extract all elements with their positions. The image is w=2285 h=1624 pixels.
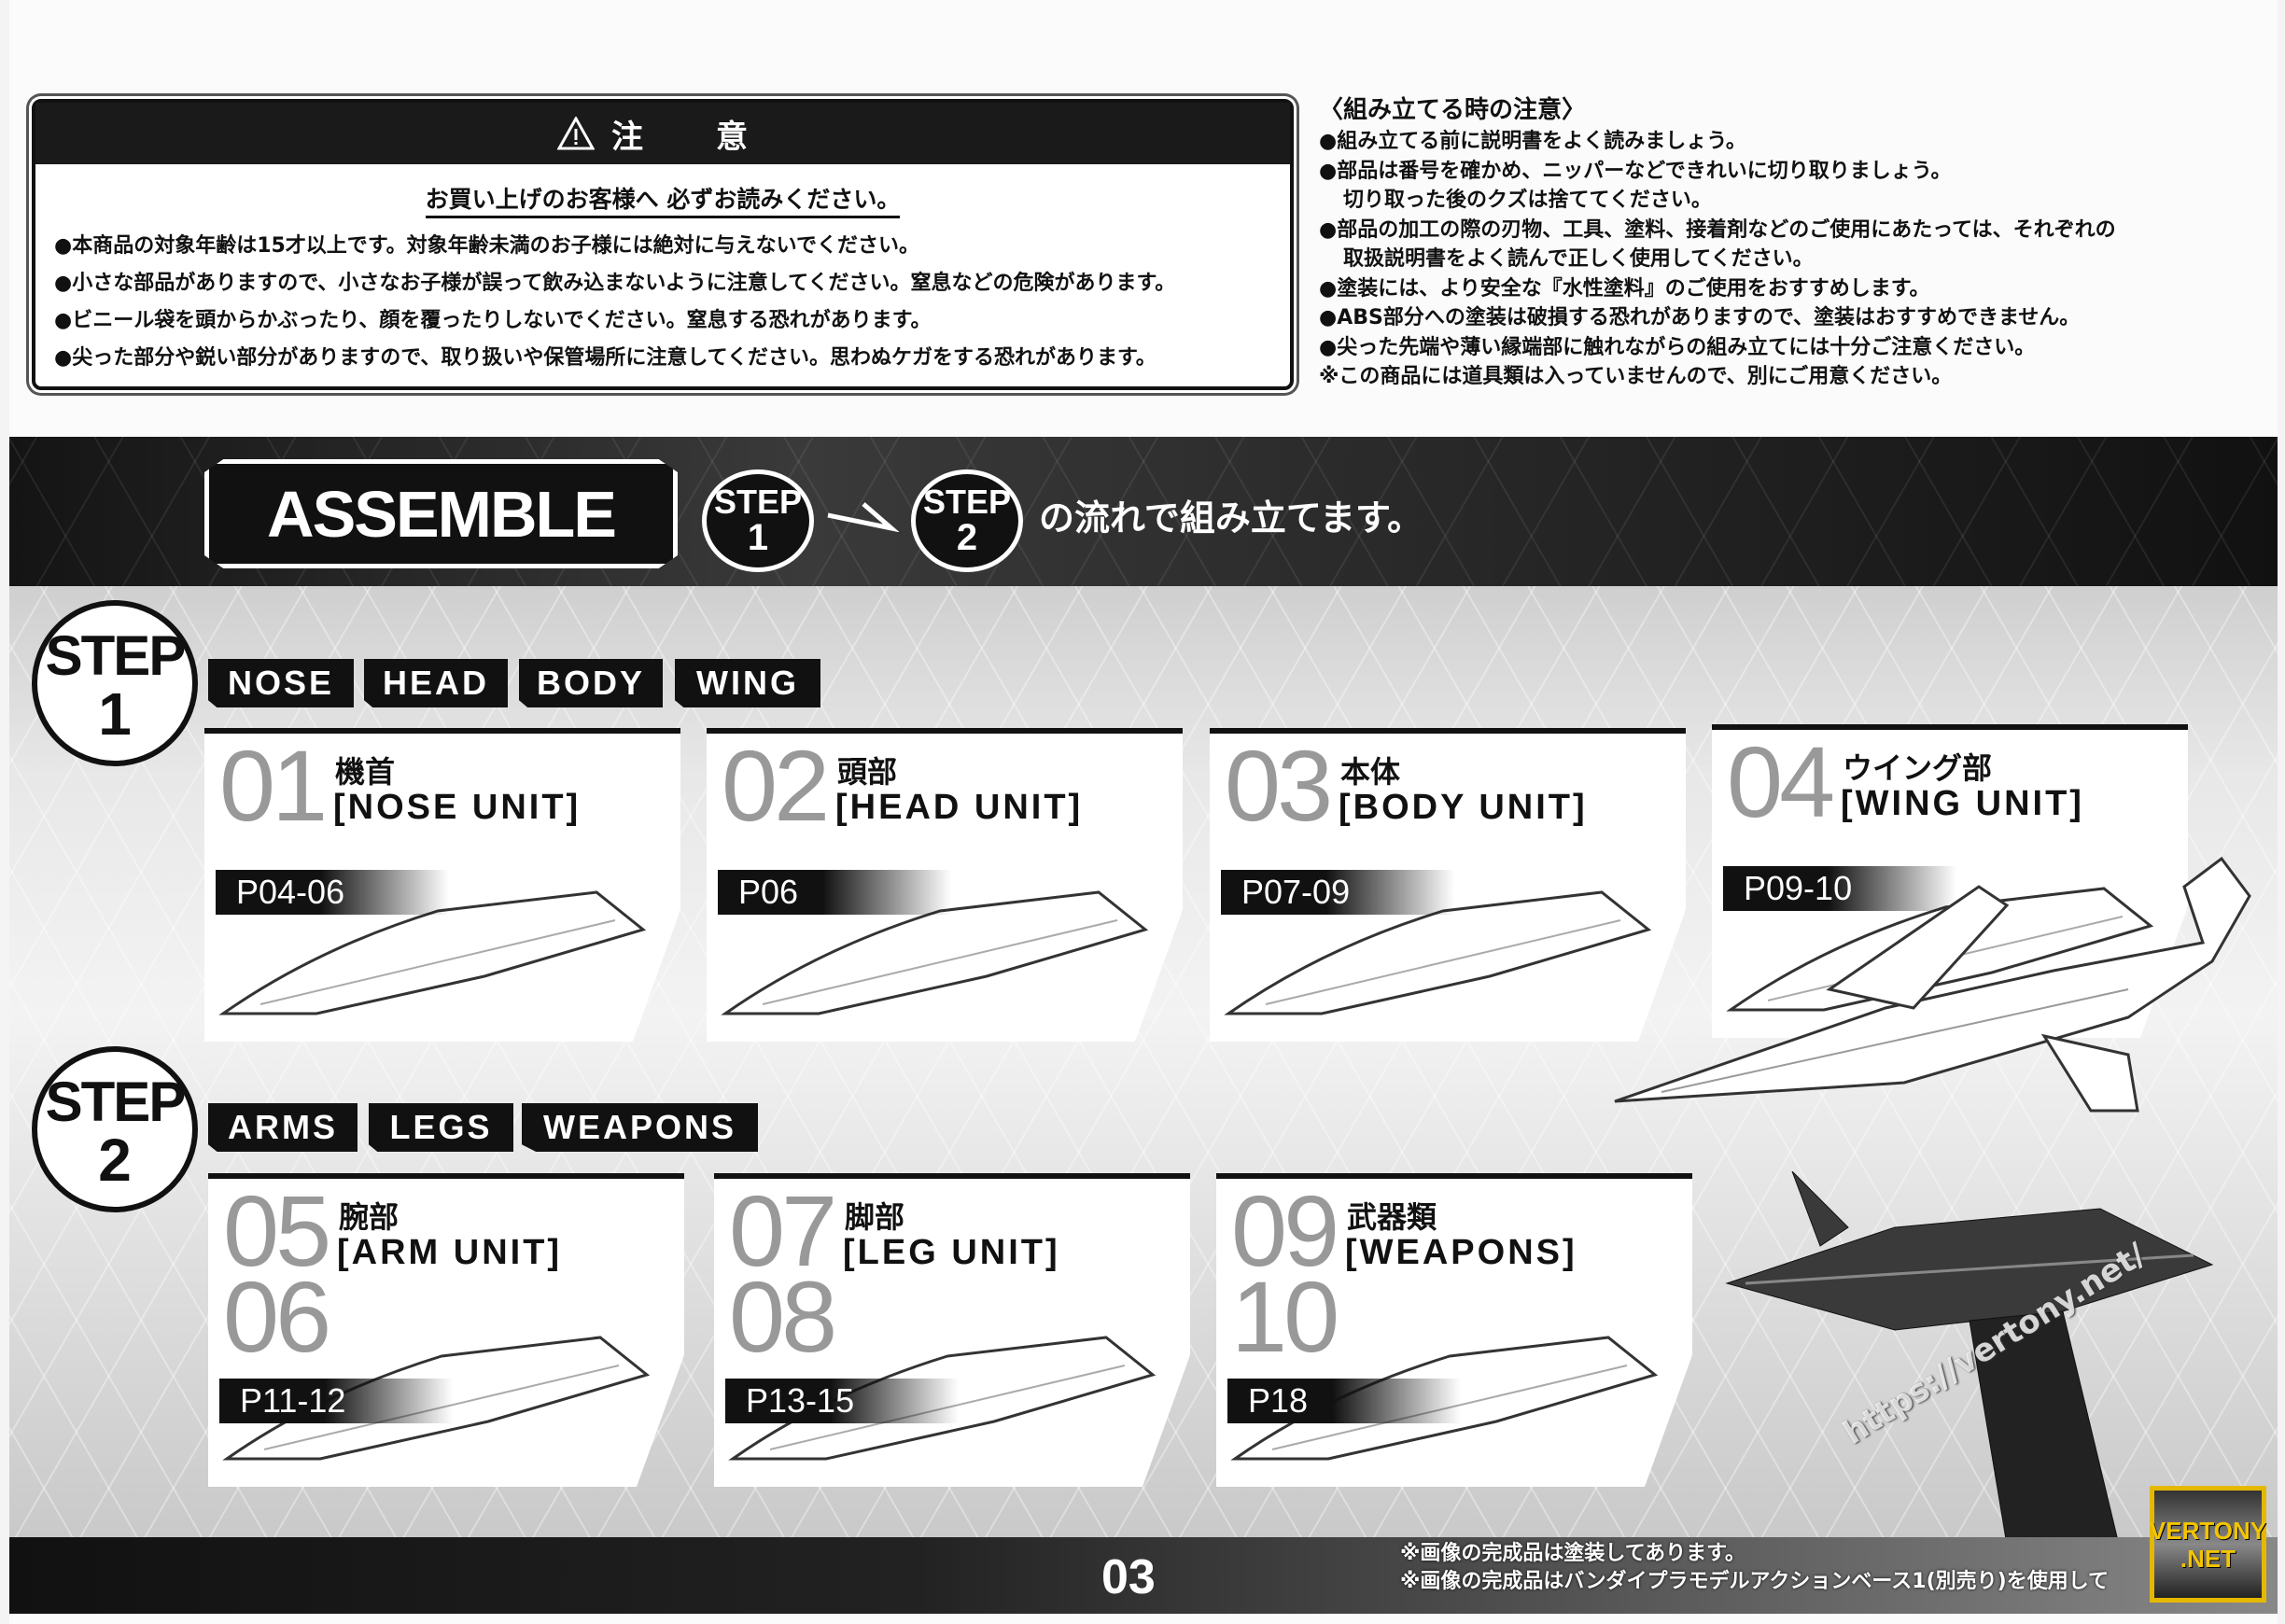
label-text: 03	[1225, 729, 1333, 842]
notes-title: 〈組み立てる時の注意〉	[1319, 96, 1587, 124]
warning-item: ●ビニール袋を頭からかぶったり、顔を覆ったりしないでください。窒息する恐れがあり…	[54, 309, 932, 332]
label-text: STEP	[45, 1071, 187, 1133]
note-item: ●尖った先端や薄い縁端部に触れながらの組み立てには十分ご注意ください。	[1319, 335, 2036, 359]
unit-title-jp: 武器類	[1347, 1199, 1437, 1235]
step-number: 02	[722, 729, 830, 842]
note-item: ※この商品には道具類は入っていませんので、別にご用意ください。	[1319, 365, 1953, 388]
unit-title-en: [LEG UNIT]	[843, 1233, 1060, 1272]
label-text: 01	[219, 729, 328, 842]
warning-header: 注 意	[35, 103, 1290, 164]
arrow-icon	[827, 502, 900, 532]
label-text: 02	[722, 729, 830, 842]
assemble-badge: ASSEMBLE	[204, 459, 678, 568]
warning-triangle-icon	[557, 117, 595, 150]
completed-model-photo	[1725, 1171, 2214, 1545]
tab-arms: ARMS	[208, 1103, 357, 1152]
warning-item: ●本商品の対象年齢は15才以上です。対象年齢未満のお子様には絶対に与えないでくだ…	[54, 234, 919, 258]
unit-title-en: [NOSE UNIT]	[333, 788, 582, 827]
note-item: ●組み立てる前に説明書をよく読みましょう。	[1319, 130, 1746, 153]
tab-nose: NOSE	[208, 659, 354, 707]
unit-title-en: [BODY UNIT]	[1339, 788, 1588, 827]
unit-title-en: [ARM UNIT]	[337, 1233, 563, 1272]
label-text: 08	[729, 1260, 837, 1373]
page-ref[interactable]: P11-12	[219, 1379, 453, 1423]
label-text: 2	[956, 517, 978, 558]
head-unit-illustration	[721, 890, 1149, 1015]
warning-item: ●小さな部品がありますので、小さなお子様が誤って飲み込まないように注意してくださ…	[54, 272, 1176, 295]
page-ref[interactable]: P04-06	[216, 870, 449, 915]
label-text: 2	[98, 1127, 132, 1194]
tab-weapons: WEAPONS	[522, 1103, 758, 1152]
note-item: ●部品の加工の際の刃物、工具、塗料、接着剤などのご使用にあたっては、それぞれの	[1319, 217, 2116, 242]
label-text: 09	[1231, 1174, 1339, 1287]
tab-body: BODY	[519, 659, 663, 707]
label-text: 07	[729, 1174, 837, 1287]
note-item: 取扱説明書をよく読んで正しく使用してください。	[1343, 247, 1814, 271]
warning-box: 注 意 お買い上げのお客様へ 必ずお読みください。 ●本商品の対象年齢は15才以…	[32, 99, 1294, 390]
label-text: STEP	[45, 624, 187, 687]
warning-item: ●尖った部分や鋭い部分がありますので、取り扱いや保管場所に注意してください。思わ…	[54, 346, 1157, 370]
label-text: 05	[223, 1174, 331, 1287]
warning-subtitle: お買い上げのお客様へ 必ずお読みください。	[425, 186, 901, 218]
unit-title-jp: ウイング部	[1843, 750, 1993, 786]
unit-title-jp: 脚部	[845, 1199, 905, 1235]
tab-wing: WING	[675, 659, 820, 707]
note-item: ●ABS部分への塗装は破損する恐れがありますので、塗装はおすすめできません。	[1319, 306, 2081, 329]
page-ref[interactable]: P06	[718, 870, 951, 915]
footer-note: ※画像の完成品はバンダイプラモデルアクションベース1(別売り)を使用して	[1400, 1570, 2110, 1593]
label-text: 1	[747, 517, 769, 558]
unit-title-jp: 頭部	[837, 754, 898, 790]
step-number: 01	[219, 729, 328, 842]
wing-unit-illustration	[1614, 856, 2251, 1113]
unit-title-en: [WEAPONS]	[1345, 1233, 1577, 1272]
label-text: STEP	[922, 483, 1012, 521]
note-item: ●塗装には、より安全な『水性塗料』のご使用をおすすめします。	[1319, 276, 1930, 301]
step-number: 04	[1727, 725, 1835, 838]
page-ref[interactable]: P13-15	[725, 1379, 959, 1423]
note-item: ●部品は番号を確かめ、ニッパーなどできれいに切り取りましょう。	[1319, 159, 1952, 183]
footer-notes: ※画像の完成品は塗装してあります。 ※画像の完成品はバンダイプラモデルアクションベ…	[1400, 1540, 2109, 1596]
assembly-notes: 〈組み立てる時の注意〉 ●組み立てる前に説明書をよく読みましょう。 ●部品は番号…	[1319, 93, 2252, 392]
page-ref[interactable]: P18	[1227, 1379, 1461, 1423]
page-ref[interactable]: P07-09	[1221, 870, 1454, 915]
note-item: 切り取った後のクズは捨ててください。	[1343, 189, 1712, 212]
unit-title-jp: 本体	[1340, 754, 1401, 790]
warning-title: 注 意	[611, 118, 768, 156]
body-unit-illustration	[1224, 890, 1652, 1015]
logo-text: VERTONY	[2149, 1516, 2267, 1545]
footer-band	[9, 1537, 2278, 1614]
unit-title-jp: 腕部	[339, 1199, 400, 1235]
tab-legs: LEGS	[369, 1103, 513, 1152]
logo-text: .NET	[2180, 1544, 2236, 1573]
nose-unit-illustration	[218, 890, 647, 1015]
footer-note: ※画像の完成品は塗装してあります。	[1400, 1542, 1745, 1565]
label-text: 04	[1727, 725, 1835, 838]
tab-head: HEAD	[364, 659, 508, 707]
unit-title-en: [WING UNIT]	[1841, 784, 2084, 823]
page-number: 03	[1101, 1550, 1156, 1604]
vertony-logo[interactable]: VERTONY.NET	[2150, 1486, 2266, 1603]
page-ref[interactable]: P09-10	[1723, 866, 1956, 911]
step-number: 03	[1225, 729, 1333, 842]
unit-title-en: [HEAD UNIT]	[835, 788, 1084, 827]
label-text: 10	[1231, 1260, 1339, 1373]
unit-title-jp: 機首	[335, 754, 396, 790]
label-text: STEP	[713, 483, 803, 521]
label-text: 1	[98, 680, 132, 748]
label-text: 06	[223, 1260, 331, 1373]
flow-text: の流れで組み立てます。	[1039, 497, 1423, 539]
